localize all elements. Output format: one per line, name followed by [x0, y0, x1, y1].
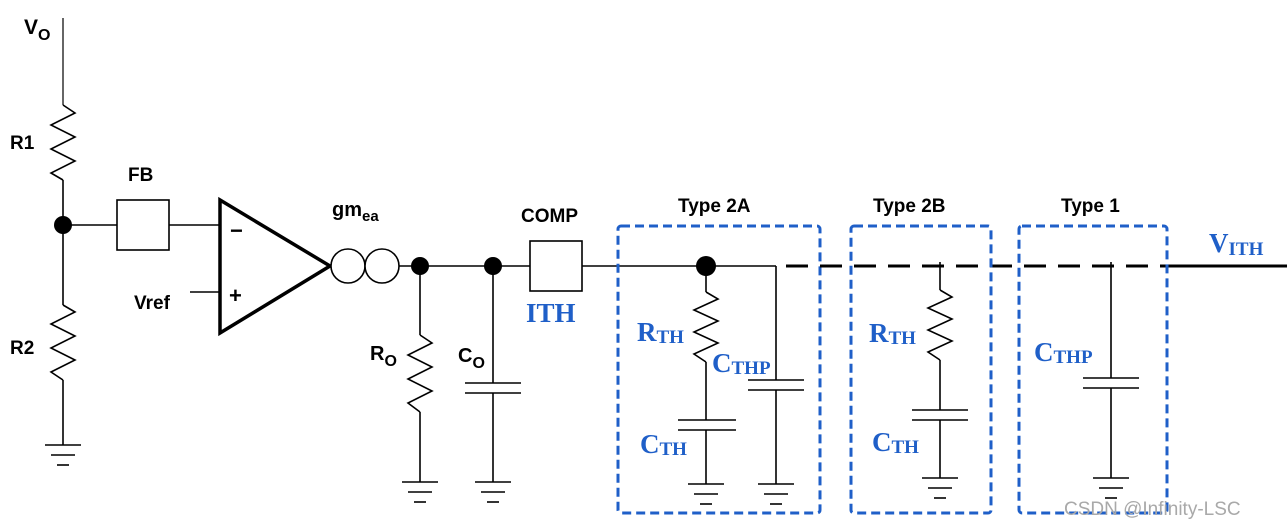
r2-label: R2: [10, 338, 34, 359]
type-1-title: Type 1: [1061, 196, 1120, 217]
svg-text:VO: VO: [24, 16, 50, 44]
svg-text:RTH: RTH: [637, 317, 684, 348]
type-2a-rth-resistor: [692, 291, 720, 363]
ground-symbol: [688, 483, 724, 505]
gm-source-right: [364, 248, 400, 284]
svg-text:CO: CO: [458, 345, 485, 372]
fb-block: [116, 199, 170, 251]
ground-symbol: [758, 483, 794, 505]
svg-text:VITH: VITH: [1209, 228, 1264, 260]
gm-label: gmea: [332, 199, 379, 225]
type-2a-rth-label: RTH: [637, 317, 684, 348]
amp-plus-sign: +: [229, 283, 242, 308]
type-2b-box: [849, 224, 993, 515]
error-amplifier: [218, 196, 334, 337]
ro-label: RO: [370, 343, 397, 370]
type-2b-cth-label: CTH: [872, 427, 919, 458]
ground-symbol: [45, 444, 81, 466]
r1-label: R1: [10, 133, 35, 154]
gm-source-left: [330, 248, 366, 284]
svg-text:RTH: RTH: [869, 318, 916, 349]
type-2a-title: Type 2A: [678, 196, 751, 217]
ground-symbol: [402, 481, 438, 503]
ground-symbol: [1093, 477, 1129, 499]
ground-symbol: [475, 481, 511, 503]
svg-text:CTHP: CTHP: [1034, 337, 1093, 368]
type-2a-box: [616, 224, 822, 515]
r1-resistor: [49, 104, 77, 181]
comp-block: [529, 240, 583, 292]
vo-label: VO: [24, 16, 50, 44]
type-2b-rth-resistor: [926, 289, 954, 361]
comp-label: COMP: [521, 206, 578, 227]
vref-label: Vref: [134, 293, 171, 314]
watermark: CSDN @Infinity-LSC: [1064, 499, 1241, 520]
r2-resistor: [49, 304, 77, 381]
type-2a-cth-label: CTH: [640, 429, 687, 460]
ro-resistor: [406, 334, 434, 413]
svg-text:CTH: CTH: [872, 427, 919, 458]
ground-symbol: [922, 477, 958, 499]
vith-label: VITH: [1209, 228, 1264, 260]
svg-text:gmea: gmea: [332, 199, 379, 225]
type-2b-title: Type 2B: [873, 196, 946, 217]
svg-text:CTHP: CTHP: [712, 348, 771, 379]
type-2b-rth-label: RTH: [869, 318, 916, 349]
svg-text:RO: RO: [370, 343, 397, 370]
type-1-box: [1017, 224, 1169, 515]
ith-label: ITH: [526, 298, 576, 328]
fb-label: FB: [128, 165, 153, 186]
type-2a-cthp-label: CTHP: [712, 348, 771, 379]
type-1-cthp-label: CTHP: [1034, 337, 1093, 368]
co-label: CO: [458, 345, 485, 372]
svg-text:CTH: CTH: [640, 429, 687, 460]
amp-minus-sign: −: [230, 218, 243, 243]
